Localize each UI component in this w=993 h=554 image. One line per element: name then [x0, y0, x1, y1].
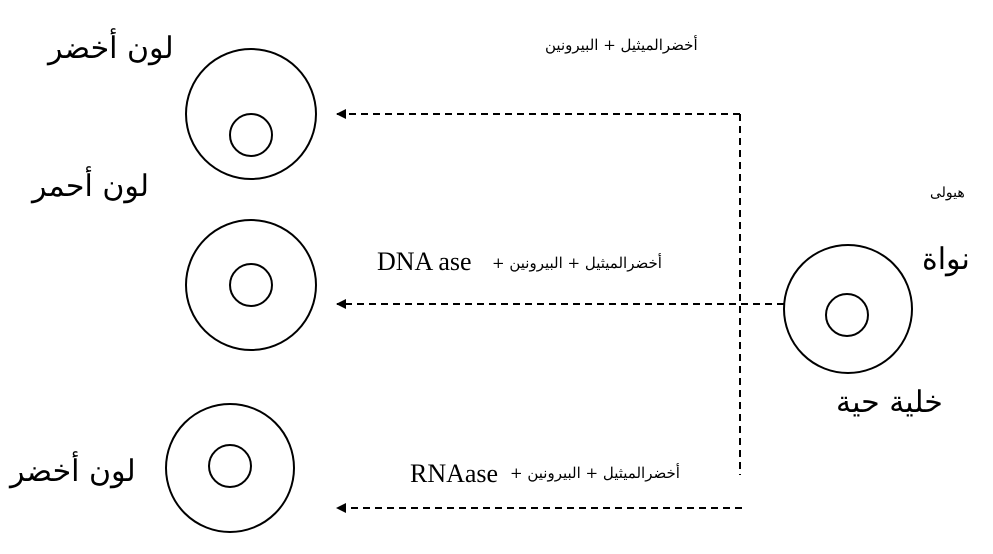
bottom-cell-outer	[165, 403, 295, 533]
middle-result-label: لون أحمر	[32, 169, 149, 204]
bottom-cell-nucleus	[208, 444, 252, 488]
nucleus-label: نواة	[922, 242, 970, 277]
living-cell-nucleus	[825, 293, 869, 337]
bottom-result-label: لون أخضر	[10, 454, 136, 489]
middle-enzyme-label: DNA ase	[377, 247, 472, 276]
middle-cell-nucleus	[229, 263, 273, 307]
middle-cell-outer	[185, 219, 317, 351]
bottom-reagent-label: أخضرالميثيل + البيرونين +	[510, 464, 680, 482]
cytoplasm-label: هيولى	[930, 185, 965, 201]
top-cell-nucleus	[229, 113, 273, 157]
living-cell-outer	[783, 244, 913, 374]
top-result-label: لون أخضر	[48, 31, 174, 66]
top-cell-outer	[185, 48, 317, 180]
living-cell-label: خلية حية	[836, 385, 943, 420]
bottom-enzyme-label: RNAase	[410, 459, 499, 488]
middle-reagent-label: أخضرالميثيل + البيرونين +	[492, 254, 662, 272]
top-reagent-label: أخضرالميثيل + البيرونين	[545, 36, 698, 54]
